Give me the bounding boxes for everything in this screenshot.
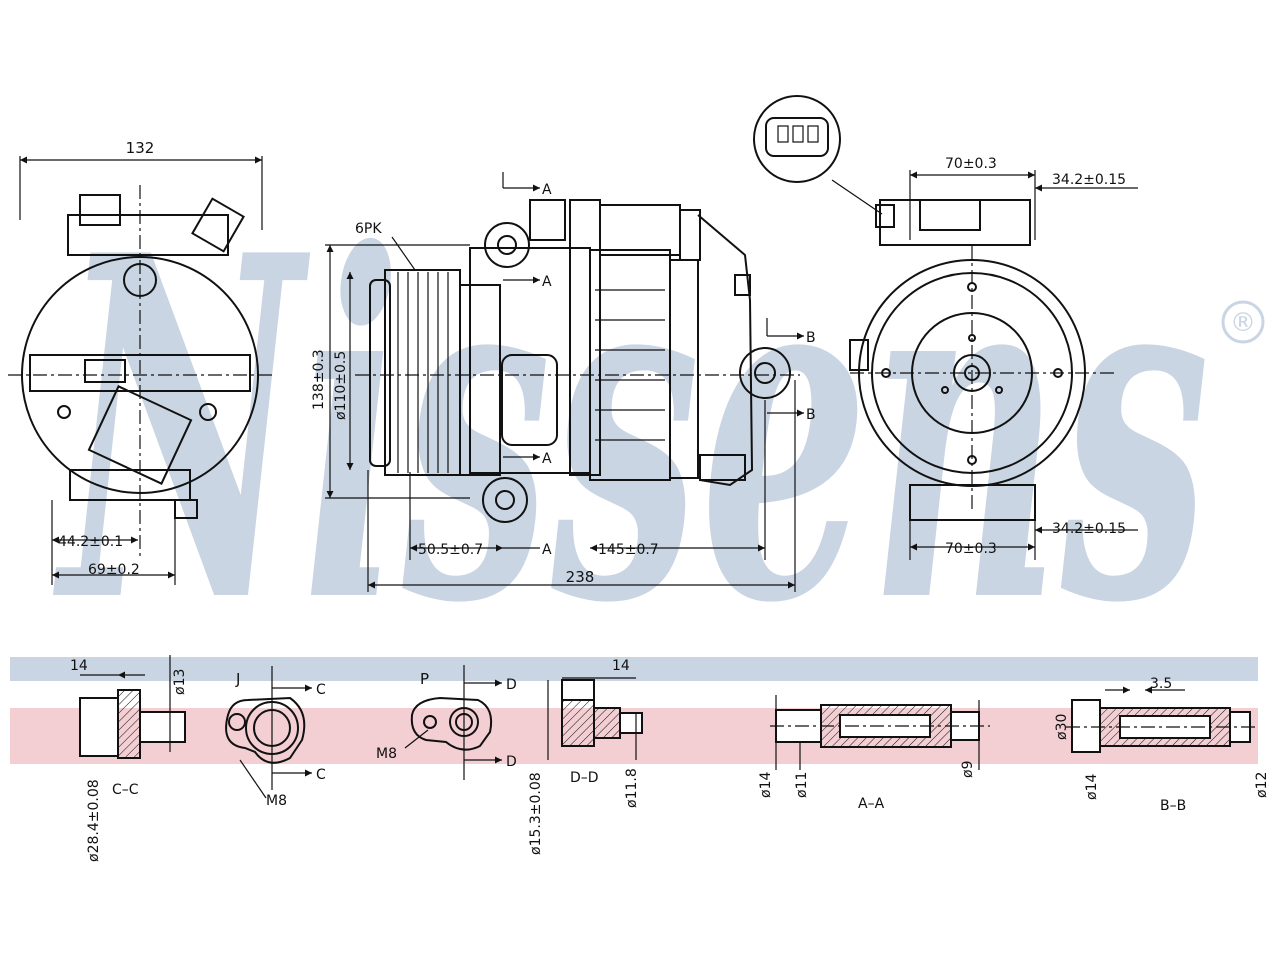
left-end-view: 132 44.2±0.1 69±0.2: [8, 139, 272, 585]
cc-dim-14: 14: [70, 658, 88, 674]
cc-title: C–C: [112, 782, 139, 798]
height-dimension: 138±0.3: [311, 349, 327, 410]
registered-icon: [1221, 300, 1265, 344]
detail-j: J C C M8: [225, 666, 326, 809]
bb-dim-12: ø12: [1254, 772, 1270, 798]
section-b-b: 3.5 ø30 ø14 ø12 B–B: [1054, 676, 1270, 814]
belt-label: 6PK: [355, 221, 382, 237]
aa-dim-11: ø11: [794, 772, 810, 798]
pulley-diameter: ø110±0.5: [333, 351, 349, 420]
dim-44-2: 44.2±0.1: [58, 534, 123, 550]
bottom-70: 70±0.3: [945, 541, 997, 557]
p-thread: M8: [376, 746, 397, 762]
section-a-top: A: [542, 182, 552, 198]
side-view: 6PK 138±0.3 ø110±0.5: [311, 172, 816, 592]
section-a-bottom: A: [542, 542, 552, 558]
width-dimension: 132: [126, 139, 155, 157]
section-b-bottom: B: [806, 407, 816, 423]
body-ribs: [595, 289, 665, 441]
p-letter: P: [420, 670, 429, 688]
blue-band: [10, 657, 1258, 681]
cc-dim-28: ø28.4±0.08: [86, 779, 102, 862]
aa-dim-14: ø14: [758, 772, 774, 798]
j-c-bottom: C: [316, 767, 326, 783]
j-thread: M8: [266, 793, 287, 809]
bb-title: B–B: [1160, 798, 1186, 814]
j-letter: J: [235, 670, 240, 688]
bottom-34-2: 34.2±0.15: [1052, 521, 1126, 537]
detail-p: P D D M8: [376, 665, 517, 780]
p-d-top: D: [506, 677, 517, 693]
section-d-d: 14 ø15.3±0.08 ø11.8 D–D: [528, 658, 643, 855]
dd-dim-15: ø15.3±0.08: [528, 772, 544, 855]
front-view: 70±0.3 34.2±0.15 34.2±0.15 70±0.3: [753, 95, 1138, 560]
bb-dim-30: ø30: [1054, 714, 1070, 740]
section-b-top: B: [806, 330, 816, 346]
section-c-c: 14 ø13 ø28.4±0.08 C–C: [70, 655, 188, 862]
section-a-lower: A: [542, 451, 552, 467]
dim-145: 145±0.7: [598, 542, 659, 558]
connector-detail: [753, 95, 883, 215]
watermark: Nissens ®: [52, 154, 1265, 706]
length-dimension: 238: [566, 568, 595, 586]
top-70: 70±0.3: [945, 156, 997, 172]
dd-title: D–D: [570, 770, 599, 786]
dd-dim-14: 14: [612, 658, 630, 674]
p-d-bottom: D: [506, 754, 517, 770]
aa-dim-9: ø9: [960, 761, 976, 778]
registered-mark: ®: [1230, 308, 1256, 338]
pulley-grooves: [397, 272, 449, 473]
watermark-text: Nissens: [52, 154, 1210, 706]
cc-dim-13: ø13: [172, 669, 188, 695]
section-a-mid: A: [542, 274, 552, 290]
top-34-2: 34.2±0.15: [1052, 172, 1126, 188]
aa-title: A–A: [858, 796, 885, 812]
dim-50-5: 50.5±0.7: [418, 542, 483, 558]
bb-dim-3-5: 3.5: [1150, 676, 1172, 692]
dim-69: 69±0.2: [88, 562, 140, 578]
j-c-top: C: [316, 682, 326, 698]
dd-dim-11: ø11.8: [624, 768, 640, 808]
section-a-a: ø14 ø11 ø9 A–A: [758, 695, 990, 812]
bb-dim-14: ø14: [1084, 774, 1100, 800]
